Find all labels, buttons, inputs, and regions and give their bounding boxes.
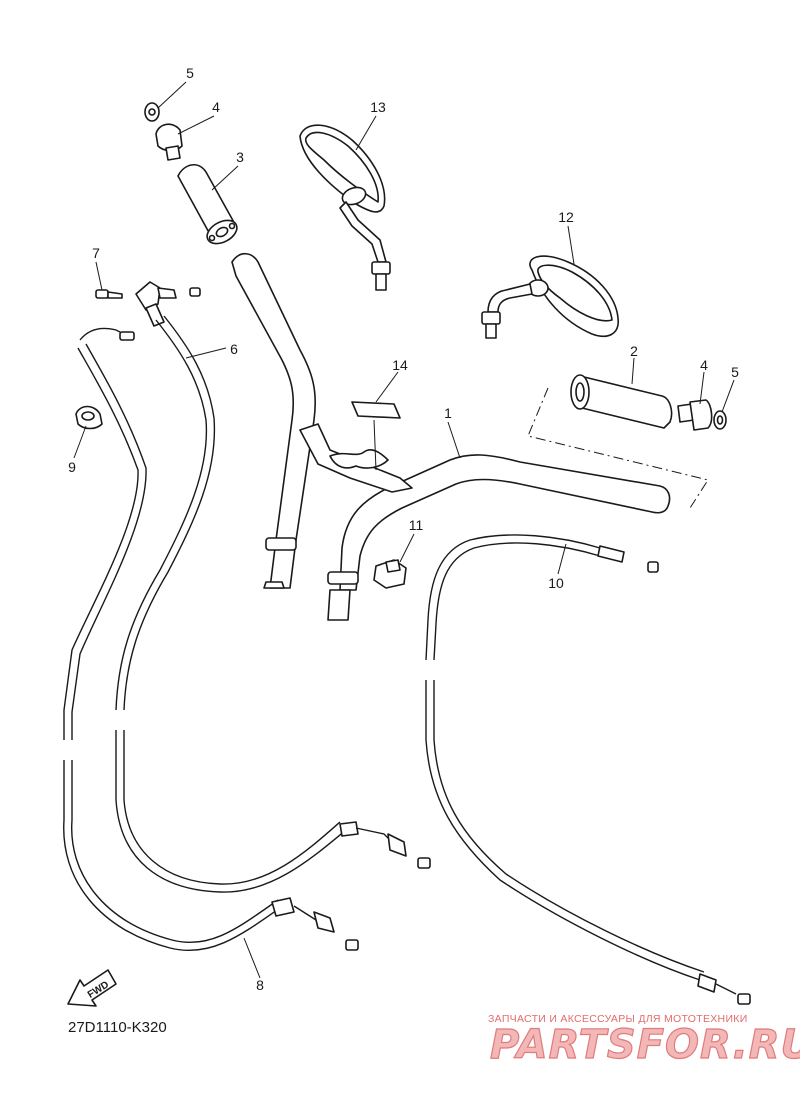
callout-9: 9 <box>68 459 76 475</box>
throttle-cable-6 <box>115 315 431 893</box>
screw-7 <box>95 289 123 299</box>
left-grip <box>177 164 238 245</box>
callout-13: 13 <box>370 99 386 115</box>
throttle-cable-8 <box>63 327 359 952</box>
callout-1: 1 <box>444 405 452 421</box>
callout-4-left: 4 <box>212 99 220 115</box>
throttle-fitting <box>135 281 201 327</box>
cable-clamp <box>75 405 103 430</box>
left-mirror <box>299 124 391 291</box>
clutch-cable-10 <box>425 534 751 1005</box>
callout-7: 7 <box>92 245 100 261</box>
callout-11: 11 <box>409 517 424 533</box>
right-grip <box>570 374 673 429</box>
callout-14: 14 <box>392 357 408 373</box>
callout-4-right: 4 <box>700 357 708 373</box>
label-pad <box>351 401 401 419</box>
assembly-line-right <box>527 387 709 509</box>
callout-6: 6 <box>230 341 238 357</box>
watermark-brand: PARTSFOR.RU <box>490 1022 800 1068</box>
left-bar-end <box>144 102 183 161</box>
callout-5-left: 5 <box>186 65 194 81</box>
handlebar-holder <box>299 419 413 493</box>
watermark-tagline: ЗАПЧАСТИ И АКСЕССУАРЫ ДЛЯ МОТОТЕХНИКИ <box>488 1013 748 1025</box>
right-mirror <box>481 255 619 339</box>
right-bar-end <box>677 399 727 431</box>
callout-5-right: 5 <box>731 364 739 380</box>
watermark: ЗАПЧАСТИ И АКСЕССУАРЫ ДЛЯ МОТОТЕХНИКИ PA… <box>488 1013 800 1069</box>
callout-3: 3 <box>236 149 244 165</box>
diagram-code: 27D1110-K320 <box>68 1019 167 1036</box>
callout-8: 8 <box>256 977 264 993</box>
callout-10: 10 <box>548 575 564 591</box>
switch-clamp-11 <box>373 559 407 589</box>
callout-12: 12 <box>558 209 574 225</box>
fwd-arrow-icon: FWD <box>67 969 117 1007</box>
callout-2: 2 <box>630 343 638 359</box>
leader-lines <box>73 81 735 979</box>
